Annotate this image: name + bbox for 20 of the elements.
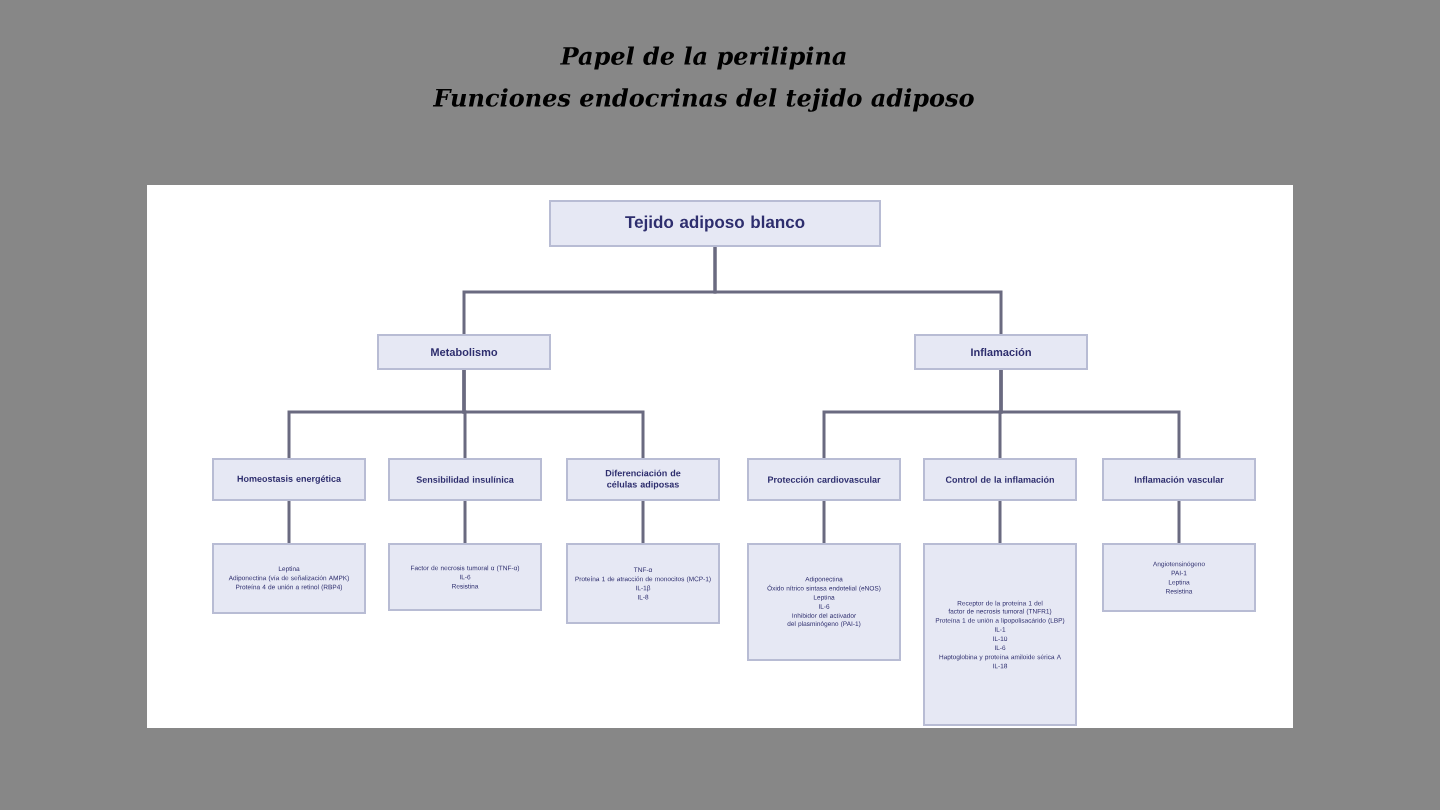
- connector: [287, 501, 291, 543]
- connector: [463, 501, 467, 543]
- category-box: Inflamación vascular: [1102, 458, 1256, 501]
- category-box: Protección cardiovascular: [747, 458, 901, 501]
- connector: [641, 501, 645, 543]
- title: Papel de la perilipina: [560, 46, 846, 70]
- category-box: Homeostasis energética: [212, 458, 366, 501]
- category-box: Metabolismo: [377, 334, 551, 370]
- subtitle: Funciones endocrinas del tejido adiposo: [432, 88, 974, 112]
- category-box: Control de la inflamación: [923, 458, 1077, 501]
- connector: [462, 370, 645, 458]
- category-box: Sensibilidad insulínica: [388, 458, 542, 501]
- connector: [713, 247, 1003, 334]
- connector: [999, 370, 1181, 458]
- category-box: Diferenciación de células adiposas: [566, 458, 720, 501]
- heading-box: Tejido adiposo blanco: [549, 200, 881, 247]
- connector: [998, 501, 1002, 543]
- connector: [1177, 501, 1181, 543]
- category-box: Inflamación: [914, 334, 1088, 370]
- connector: [822, 501, 826, 543]
